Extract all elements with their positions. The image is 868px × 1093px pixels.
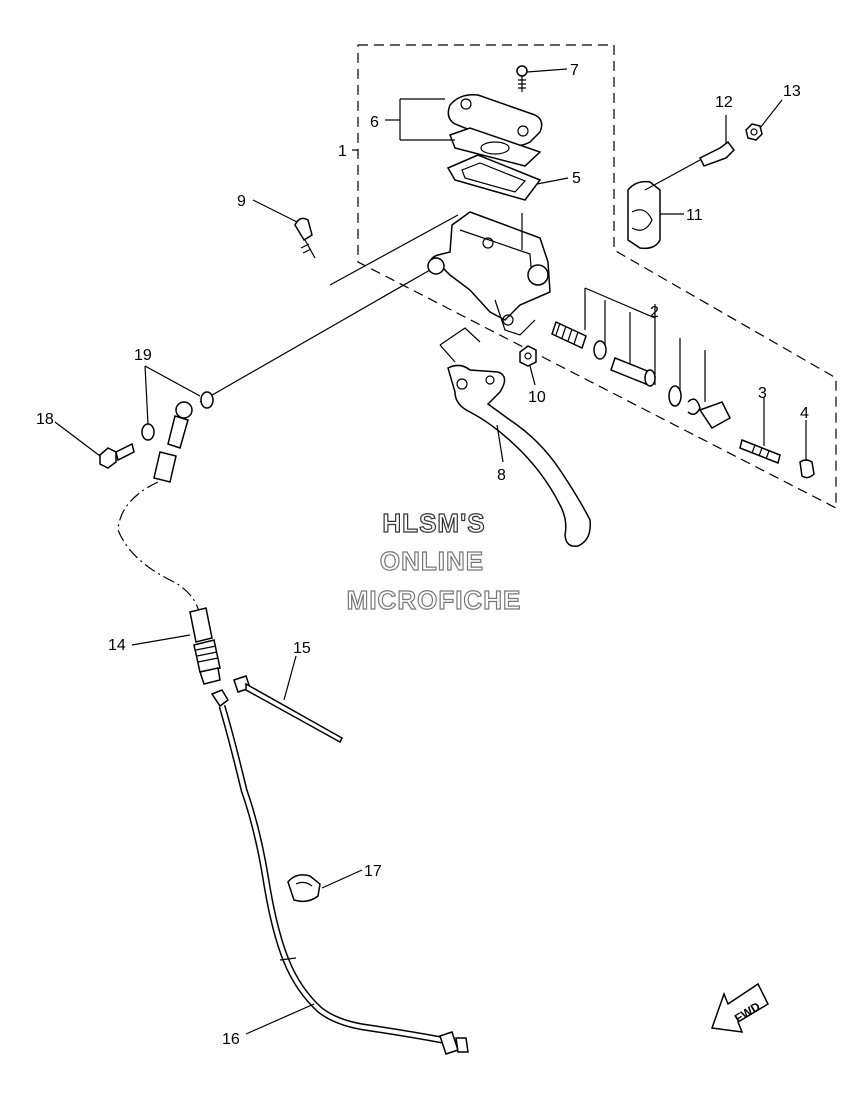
part-16-clutch-pipe	[210, 689, 469, 1055]
callout-19: 19	[134, 347, 152, 364]
watermark-line-1: HLSM'S	[382, 508, 485, 538]
hose-upper-fitting	[153, 401, 193, 483]
fwd-arrow-icon: FWD	[710, 982, 769, 1033]
part-15-cable-tie	[233, 655, 343, 744]
callout-6: 6	[370, 114, 379, 131]
watermark-line-3: MICROFICHE	[347, 585, 522, 615]
callout-16: 16	[222, 1031, 240, 1048]
callout-17: 17	[364, 863, 382, 880]
pipe-tube	[218, 705, 443, 1044]
hose-dashed-route	[117, 481, 201, 616]
callout-13: 13	[783, 83, 801, 100]
master-cylinder-body	[427, 211, 551, 336]
part-7-screw	[516, 65, 568, 92]
part-14-hose-joint	[131, 607, 221, 685]
part-4-cap	[799, 420, 815, 479]
part-12-bolt	[644, 115, 735, 191]
callout-12: 12	[715, 94, 733, 111]
bolt-leader-line	[329, 214, 459, 286]
callout-4: 4	[800, 405, 809, 422]
part-6-reservoir-cap	[385, 93, 543, 167]
callout-7: 7	[570, 62, 579, 79]
assembly-1-boundary	[357, 44, 837, 509]
callout-18: 18	[36, 411, 54, 428]
watermark-line-2: ONLINE	[380, 546, 484, 576]
part-19-washers	[141, 365, 214, 441]
callout-3: 3	[758, 385, 767, 402]
callout-2: 2	[650, 304, 659, 321]
hose-leader-line	[199, 269, 431, 403]
callout-15: 15	[293, 640, 311, 657]
part-10-nut	[519, 345, 537, 386]
callout-14: 14	[108, 637, 126, 654]
callout-10: 10	[528, 389, 546, 406]
part-3-push-rod	[739, 398, 781, 465]
part-9-bleed-screw	[252, 199, 316, 259]
part-13-nut	[745, 99, 783, 141]
callout-9: 9	[237, 193, 246, 210]
part-2-piston-kit	[551, 287, 731, 429]
part-11-holder	[627, 180, 684, 250]
part-18-union-bolt	[54, 421, 135, 469]
part-5-diaphragm	[446, 154, 569, 201]
part-8-lever	[439, 327, 591, 548]
callout-1: 1	[338, 143, 347, 160]
part-17-clamp	[287, 869, 363, 903]
callout-11: 11	[686, 207, 703, 224]
callout-8: 8	[497, 467, 506, 484]
callout-5: 5	[572, 170, 581, 187]
